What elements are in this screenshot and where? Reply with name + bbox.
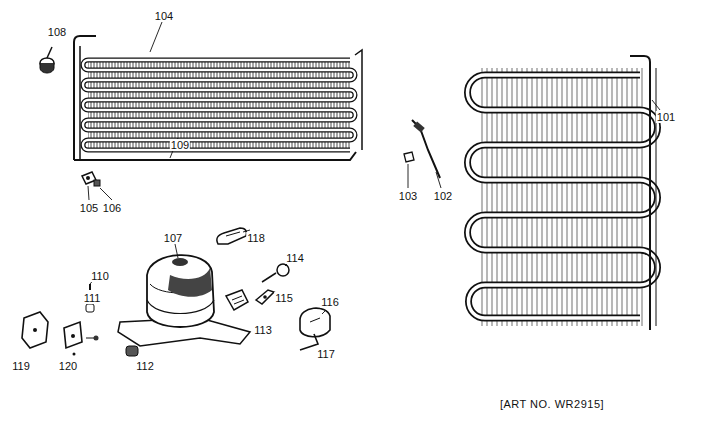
compressor	[118, 255, 250, 346]
callout-number: 104	[154, 10, 174, 22]
callout-number: 103	[398, 190, 418, 202]
evaporator-coil	[74, 36, 362, 160]
drier-part	[404, 120, 440, 178]
callout-number: 102	[433, 190, 453, 202]
callout-number: 113	[253, 324, 273, 336]
tube-clamp	[217, 228, 247, 244]
thermostat-bulb	[40, 47, 54, 73]
callout-number: 119	[11, 360, 31, 372]
overload-part	[262, 264, 289, 282]
cover-part	[300, 308, 330, 350]
small-clip	[82, 172, 100, 186]
callout-number: 120	[58, 360, 78, 372]
callout-number: 115	[274, 292, 294, 304]
callout-number: 116	[320, 296, 340, 308]
callout-number: 110	[90, 270, 110, 282]
callout-number: 109	[170, 139, 190, 151]
callout-number: 101	[656, 111, 676, 123]
condenser-coil	[468, 56, 658, 330]
relay-part	[226, 290, 248, 310]
callout-number: 114	[285, 252, 305, 264]
callout-number: 111	[83, 292, 102, 304]
callout-number: 106	[102, 202, 122, 214]
callout-number: 105	[79, 202, 99, 214]
art-number-note: [ART NO. WR2915]	[499, 398, 605, 410]
callout-number: 108	[47, 26, 67, 38]
callout-number: 107	[163, 232, 183, 244]
callout-number: 118	[246, 232, 266, 244]
clip-part	[256, 290, 274, 304]
callout-number: 117	[316, 348, 336, 360]
bracket-parts	[22, 312, 99, 356]
callout-number: 112	[135, 360, 155, 372]
leader-lines	[88, 22, 660, 314]
